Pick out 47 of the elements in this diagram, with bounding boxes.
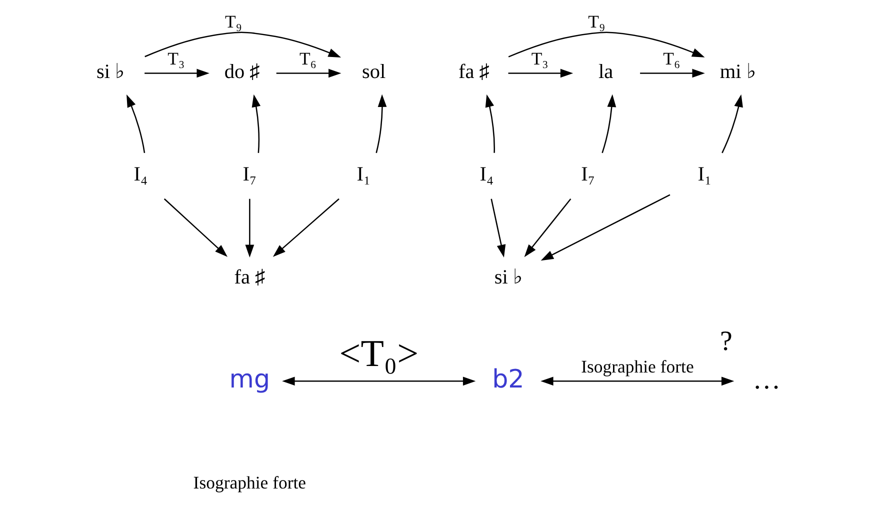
- label: Isographie forte: [192, 472, 306, 492]
- edge-label: T₃: [530, 48, 548, 69]
- arrow: [272, 198, 339, 257]
- node-text: I₇: [580, 164, 594, 186]
- node-text: I₁: [697, 164, 712, 186]
- node-text: fa ♯: [458, 61, 489, 84]
- node-text: I₁: [356, 164, 370, 186]
- arrow: [375, 94, 386, 154]
- node-text: b2: [492, 363, 524, 394]
- edge-label: T₉: [588, 12, 605, 32]
- arrow: [144, 32, 341, 58]
- node-text: …: [752, 364, 780, 396]
- arrow: [484, 94, 494, 153]
- arrow: [524, 198, 571, 258]
- node-text: si ♭: [494, 266, 522, 288]
- edge-label: <T₀>: [338, 332, 418, 375]
- arrow: [601, 94, 616, 154]
- node-text: la: [598, 61, 613, 84]
- node-text: I₇: [242, 164, 256, 186]
- arrow: [721, 94, 742, 154]
- arrow: [640, 68, 704, 78]
- node-text: I₄: [133, 164, 148, 186]
- arrow: [251, 94, 260, 153]
- node-text: si ♭: [96, 61, 124, 84]
- edge-label: T₉: [224, 12, 242, 32]
- arrow: [490, 198, 506, 258]
- arrow: [163, 198, 227, 257]
- edge-label: T₆: [298, 48, 316, 69]
- arrow: [540, 376, 734, 386]
- node-text: fa ♯: [234, 266, 265, 288]
- node-text: do ♯: [224, 61, 260, 84]
- arrow: [126, 94, 145, 154]
- node-label: ?: [719, 326, 732, 358]
- node-text: sol: [362, 61, 386, 84]
- arrow: [508, 68, 573, 78]
- arrow: [282, 376, 476, 386]
- edge-label: T₆: [662, 48, 680, 69]
- node-text: mi ♭: [719, 61, 755, 84]
- node-text: I₄: [479, 164, 494, 186]
- arrow: [144, 68, 209, 78]
- arrow: [276, 68, 341, 78]
- edge-label: T₃: [167, 48, 184, 69]
- node-text: mg: [228, 363, 270, 394]
- arrow: [508, 32, 704, 58]
- arrow: [540, 194, 670, 261]
- arrow: [244, 198, 254, 258]
- edge-label: Isographie forte: [580, 356, 694, 377]
